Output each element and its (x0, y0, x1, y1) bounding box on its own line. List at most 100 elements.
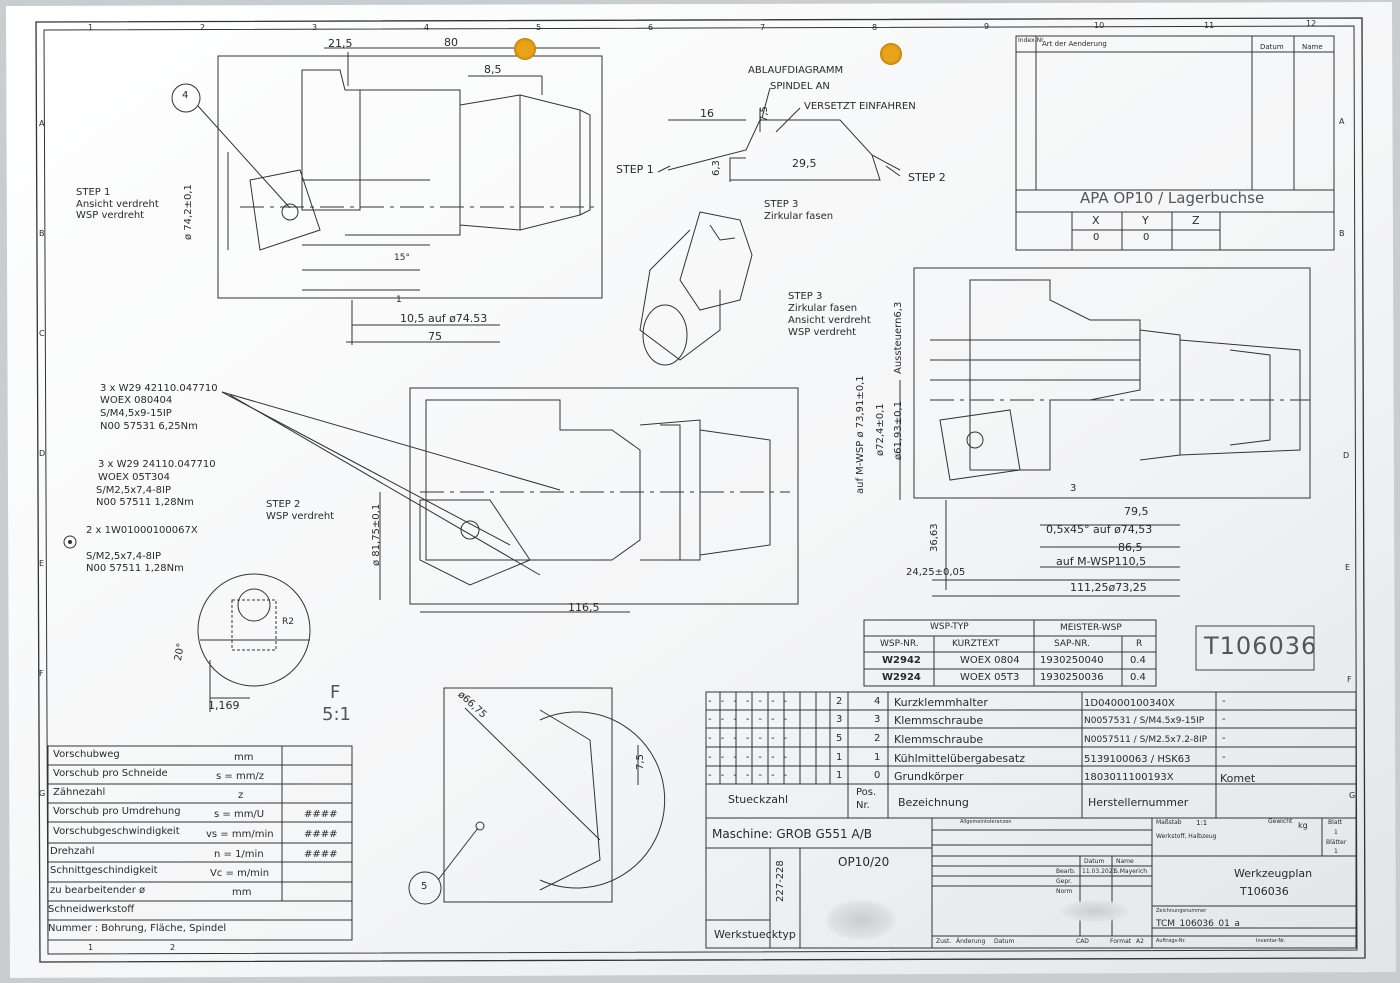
parts-dashes: ------- (708, 714, 797, 725)
name-label: Name (1116, 858, 1134, 865)
dim-7-5-v5: 7,5 (635, 754, 646, 770)
cd-label: Vorschubgeschwindigkeit (53, 826, 180, 837)
callout1-line1: 3 x W29 42110.047710 (100, 383, 218, 394)
part-name: Kurzklemmhalter (894, 696, 988, 709)
punch-hole-right (880, 43, 902, 65)
workpiece-type-label: Werkstuecktyp (714, 928, 796, 941)
step3-iso-label: STEP 3 (764, 199, 799, 210)
part-name: Klemmschraube (894, 714, 984, 727)
tool-number-stamp: T106036 (1204, 632, 1318, 660)
row-letter: A (1339, 117, 1345, 126)
wsp-row2-nr: W2924 (882, 672, 921, 683)
date-label: Datum (1084, 858, 1105, 865)
col-number: 1 (88, 943, 94, 952)
cd-unit: z (238, 790, 244, 801)
cd-unit: mm (234, 752, 254, 763)
cd-value: #### (304, 829, 338, 840)
wsp-row1-r: 0.4 (1130, 655, 1146, 666)
detail-f-label: F (330, 682, 341, 703)
cd-unit: n = 1/min (214, 849, 264, 860)
flow-title: ABLAUFDIAGRAMM (748, 65, 844, 76)
balloon-4: 4 (182, 90, 189, 101)
cd-unit: mm (232, 887, 252, 898)
plan-title: Werkzeugplan (1234, 867, 1313, 880)
cd-unit: s = mm/z (216, 771, 265, 782)
part-number: 5139100063 / HSK63 (1084, 754, 1191, 765)
flow-step2: STEP 2 (908, 171, 946, 184)
dim-36-63: 36,63 (929, 523, 940, 552)
part-maker: - (1222, 752, 1226, 763)
wsp-col-nr: WSP-NR. (880, 639, 919, 649)
col-number: 10 (1094, 21, 1105, 30)
flow-step1: STEP 1 (616, 163, 654, 176)
wsp-col-kurztext: KURZTEXT (952, 639, 1000, 649)
dim-3: 3 (1070, 483, 1077, 494)
axis-x-value: 0 (1093, 232, 1100, 243)
dim-8-5: 8,5 (484, 63, 502, 76)
part-qty: 3 (836, 714, 843, 725)
row-letter: C (39, 329, 45, 338)
callout3-line1: 2 x 1W01000100067X (86, 525, 198, 536)
sheet-label: Blatt (1328, 819, 1343, 826)
cd-label: Schneidwerkstoff (48, 904, 135, 915)
callout3-line3: N00 57511 1,28Nm (86, 563, 184, 574)
aend-label: Änderung (956, 938, 986, 945)
row-letter: G (39, 789, 46, 798)
row-letter: D (1343, 451, 1350, 460)
gepr-label: Gepr. (1056, 878, 1072, 885)
part-maker: - (1222, 733, 1226, 744)
drawing-no-label: Zeichnungsnummer (1156, 908, 1207, 914)
revision-index-label: Index-Nr. (1018, 37, 1045, 44)
cd-label: Drehzahl (50, 846, 95, 857)
wsp-row2-r: 0.4 (1130, 672, 1146, 683)
sheets-value: 1 (1334, 848, 1338, 855)
parts-header-number: Herstellernummer (1088, 796, 1189, 809)
step3-iso-text: Zirkular fasen (764, 211, 834, 222)
drawing-no: TCM_106036_01_a (1156, 919, 1240, 929)
dim-21-5: 21,5 (328, 37, 353, 50)
callout2-line1: 3 x W29 24110.047710 (98, 459, 216, 470)
part-name: Grundkörper (894, 770, 964, 783)
axis-z-label: Z (1192, 214, 1200, 227)
sheet-value: 1 (1334, 829, 1338, 836)
step1-label: STEP 1 (76, 187, 111, 198)
part-pos: 4 (874, 696, 881, 707)
machine-label: Maschine: GROB G551 A/B (712, 827, 872, 841)
scale-label: Maßstab (1156, 819, 1182, 826)
norm-label: Norm (1056, 888, 1073, 895)
cd-label: Vorschub pro Umdrehung (53, 806, 181, 817)
dim-m-wsp-73-91: auf M-WSP ø 73,91±0,1 (855, 375, 866, 494)
wsp-row2-text: WOEX 05T3 (960, 672, 1020, 683)
wsp-row1-sap: 1930250040 (1040, 655, 1104, 666)
dim-m-wsp-110-5: auf M-WSP110,5 (1056, 555, 1147, 568)
dim-75: 75 (428, 330, 442, 343)
col-number: 2 (200, 23, 206, 32)
cd-unit: Vc = m/min (210, 868, 270, 879)
step1-line2: Ansicht verdreht (76, 199, 159, 210)
flow-dim-6-3: 6,3 (711, 160, 722, 176)
material-label: Werkstoff, Halbzeug (1156, 833, 1217, 840)
flow-spindle: SPINDEL AN (770, 81, 830, 92)
row-letter: F (1347, 675, 1352, 684)
dim-dia-74-2: ø 74,2±0,1 (183, 184, 194, 240)
part-number: N0057511 / S/M2.5x7.2-8IP (1084, 735, 1208, 745)
balloon-5: 5 (421, 881, 428, 892)
parts-header-qty: Stueckzahl (728, 793, 788, 806)
step2-line2: WSP verdreht (266, 511, 335, 522)
revision-change-label: Art der Aenderung (1042, 40, 1107, 48)
dim-72-4: ø72,4±0,1 (875, 403, 886, 456)
col-number: 6 (648, 23, 654, 32)
dim-61-93: ø61,93±0,1 (893, 400, 904, 460)
dim-86-5: 86,5 (1118, 541, 1143, 554)
col-number: 1 (88, 23, 94, 32)
part-pos: 3 (874, 714, 881, 725)
col-number: 7 (760, 23, 766, 32)
scale-value: 1:1 (1196, 819, 1208, 827)
col-number: 3 (312, 23, 318, 32)
weight-label: Gewicht (1268, 818, 1293, 825)
part-pos: 1 (874, 752, 881, 763)
col-number: 12 (1306, 19, 1317, 28)
wsp-header-left: WSP-TYP (930, 622, 969, 632)
col-number: 5 (536, 23, 542, 32)
